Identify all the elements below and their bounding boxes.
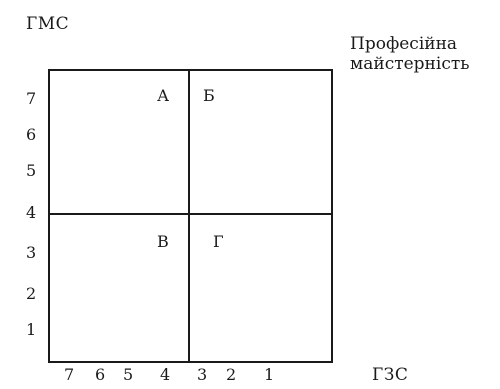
professional-mastery-label: Професійна майстерність xyxy=(350,34,470,75)
y-tick-1: 1 xyxy=(26,320,37,339)
matrix-frame xyxy=(48,69,333,363)
professional-mastery-line1: Професійна xyxy=(350,34,458,54)
quadrant-b-label: Б xyxy=(203,86,215,105)
x-tick-5: 5 xyxy=(123,365,134,384)
y-tick-2: 2 xyxy=(26,284,37,303)
x-tick-1: 1 xyxy=(264,365,275,384)
y-axis-title: ГМС xyxy=(26,14,70,34)
y-tick-3: 3 xyxy=(26,243,37,262)
x-tick-6: 6 xyxy=(95,365,106,384)
quadrant-v-label: В xyxy=(157,232,169,251)
professional-mastery-line2: майстерність xyxy=(350,54,470,75)
y-tick-7: 7 xyxy=(26,89,37,108)
y-tick-6: 6 xyxy=(26,125,37,144)
x-tick-3: 3 xyxy=(197,365,208,384)
x-tick-4: 4 xyxy=(160,365,171,384)
x-tick-7: 7 xyxy=(64,365,75,384)
x-tick-2: 2 xyxy=(226,365,237,384)
horizontal-divider xyxy=(48,213,333,215)
y-tick-5: 5 xyxy=(26,161,37,180)
quadrant-g-label: Г xyxy=(213,232,224,251)
vertical-divider xyxy=(188,69,190,363)
quadrant-a-label: А xyxy=(157,86,170,105)
y-tick-4: 4 xyxy=(26,203,37,222)
x-axis-title: ГЗС xyxy=(372,365,409,385)
